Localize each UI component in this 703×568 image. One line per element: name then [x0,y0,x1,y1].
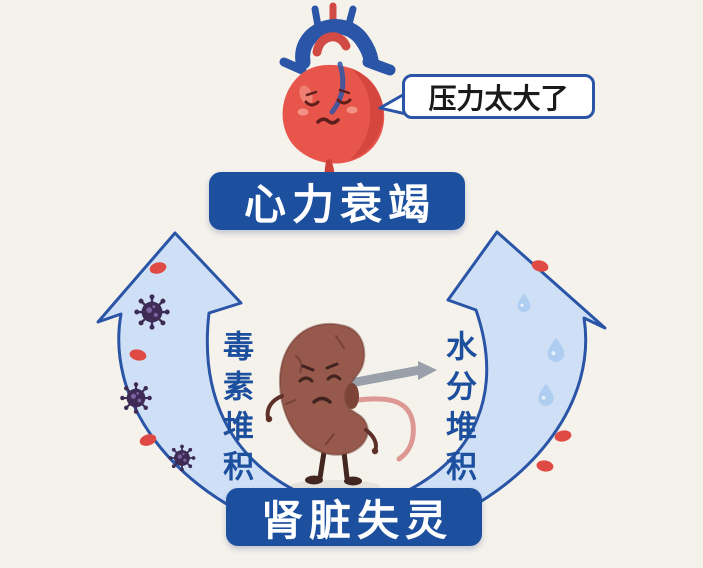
virus-icon [133,293,171,331]
red-cell-icon [535,459,555,473]
heart-failure-banner: 心力衰竭 [209,172,465,230]
heart-failure-label: 心力衰竭 [243,180,436,228]
kidney-failure-label: 肾脏失灵 [260,496,453,544]
water-accumulation-label: 水分堆积 [441,330,476,490]
virus-icon [119,381,153,415]
toxin-accumulation-label: 毒素堆积 [218,330,253,490]
right-cycle-arrow [399,230,607,524]
speech-bubble: 压力太大了 [402,74,595,119]
kidney-character [265,322,437,492]
heart-character [279,2,396,181]
kidney-failure-banner: 肾脏失灵 [226,488,482,546]
speech-bubble-text: 压力太大了 [428,82,569,114]
virus-icon [167,443,197,473]
left-cycle-arrow [96,231,304,524]
